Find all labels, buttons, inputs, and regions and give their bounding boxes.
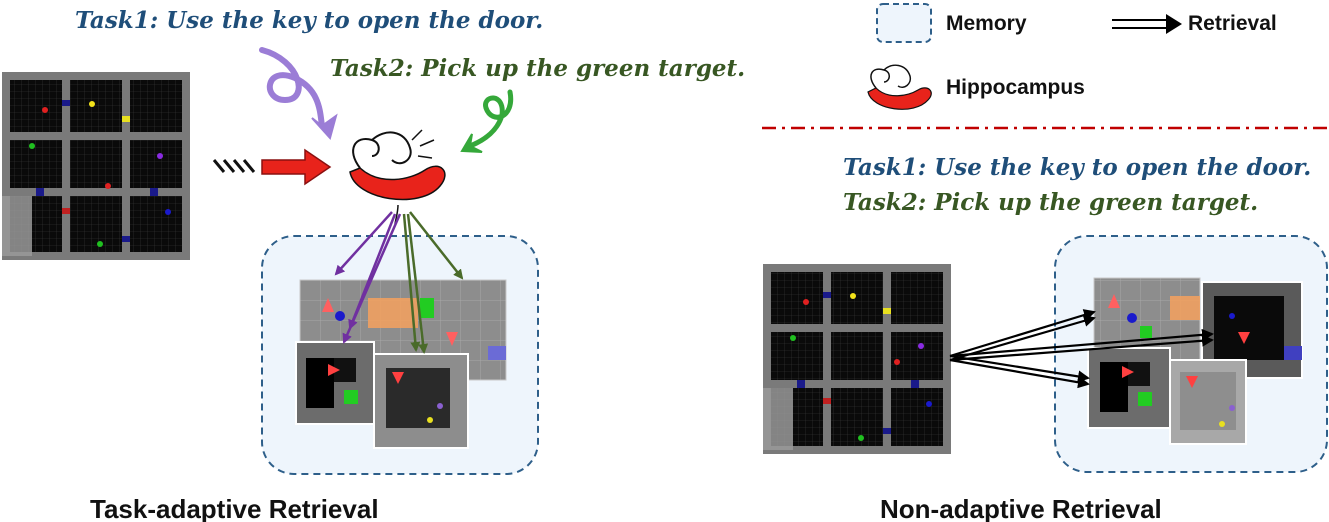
legend-memory-swatch bbox=[876, 3, 932, 43]
task2-swirl-arrow bbox=[460, 89, 514, 153]
left-task1-text: Task1: Use the key to open the door. bbox=[75, 7, 543, 34]
input-red-arrow bbox=[261, 148, 332, 186]
right-task1-text: Task1: Use the key to open the door. bbox=[843, 154, 1311, 181]
incoming-dash-marks bbox=[212, 159, 256, 173]
legend-retrieval-label: Retrieval bbox=[1188, 12, 1277, 35]
left-task2-text: Task2: Pick up the green target. bbox=[330, 55, 745, 82]
legend-retrieval-arrow-icon bbox=[1112, 14, 1182, 34]
right-maze-environment bbox=[763, 264, 951, 454]
left-memory-frames bbox=[295, 279, 507, 449]
non-adaptive-retrieval-arrows bbox=[949, 309, 1214, 389]
task1-swirl-arrow bbox=[259, 47, 338, 141]
task1-retrieval-arrows bbox=[334, 211, 402, 344]
hippocampus-icon bbox=[349, 129, 446, 225]
left-caption: Task-adaptive Retrieval bbox=[90, 494, 379, 522]
right-memory-frames bbox=[1087, 277, 1303, 445]
right-task2-text: Task2: Pick up the green target. bbox=[843, 189, 1258, 216]
left-maze-environment bbox=[2, 72, 190, 260]
right-caption: Non-adaptive Retrieval bbox=[880, 494, 1162, 522]
legend-hippocampus-label: Hippocampus bbox=[946, 76, 1085, 99]
task2-retrieval-arrows bbox=[402, 211, 464, 354]
legend-hippocampus-icon bbox=[867, 64, 932, 110]
legend-memory-label: Memory bbox=[946, 12, 1027, 35]
